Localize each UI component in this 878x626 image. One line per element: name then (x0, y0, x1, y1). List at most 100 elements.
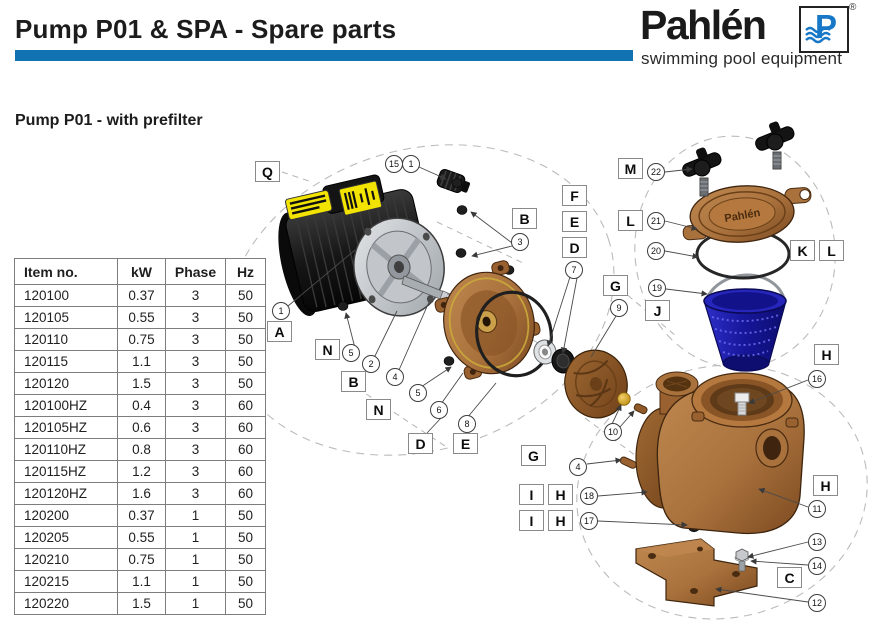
callout-number-11: 11 (808, 500, 826, 518)
table-cell: 3 (165, 394, 226, 417)
callout-letter-M: M (618, 158, 643, 179)
callout-letter-B: B (341, 371, 366, 392)
base-foot (635, 538, 758, 607)
callout-number-8: 8 (458, 415, 476, 433)
callout-number-18: 18 (580, 487, 598, 505)
table-cell: 120210 (14, 548, 118, 571)
section-subtitle: Pump P01 - with prefilter (15, 112, 203, 129)
table-cell: 1 (165, 526, 226, 549)
table-cell: 0.55 (117, 526, 166, 549)
callout-letter-E: E (453, 433, 478, 454)
callout-number-16: 16 (808, 370, 826, 388)
brand-monogram-icon: P (805, 8, 837, 45)
callout-number-21: 21 (647, 212, 665, 230)
impeller (564, 349, 628, 419)
column-header: Hz (225, 258, 266, 285)
table-cell: 120100HZ (14, 394, 118, 417)
table-cell: 60 (225, 394, 266, 417)
leader-lines (287, 166, 809, 603)
callout-number-1: 1 (272, 302, 290, 320)
table-cell: 3 (165, 416, 226, 439)
callout-number-20: 20 (647, 242, 665, 260)
table-cell: 1.5 (117, 592, 166, 615)
callout-number-17: 17 (580, 512, 598, 530)
callout-number-4: 4 (569, 458, 587, 476)
table-cell: 60 (225, 482, 266, 505)
table-cell: 50 (225, 284, 266, 307)
bronze-pin (619, 456, 637, 469)
callout-number-12: 12 (808, 594, 826, 612)
motor-warning-sticker (284, 189, 333, 221)
motor-rating-sticker (338, 180, 383, 216)
callout-number-1: 1 (402, 155, 420, 173)
callout-number-5: 5 (342, 344, 360, 362)
table-cell: 0.37 (117, 284, 166, 307)
callout-number-5: 5 (409, 384, 427, 402)
table-cell: 50 (225, 504, 266, 527)
table-cell: 120105HZ (14, 416, 118, 439)
bronze-plug (633, 403, 648, 415)
callout-letter-J: J (645, 300, 670, 321)
table-cell: 0.4 (117, 394, 166, 417)
table-cell: 120200 (14, 504, 118, 527)
table-cell: 60 (225, 460, 266, 483)
callout-number-7: 7 (565, 261, 583, 279)
column-header: kW (117, 258, 166, 285)
table-cell: 1 (165, 548, 226, 571)
table-cell: 1.5 (117, 372, 166, 395)
volute-o-ring (475, 290, 553, 378)
callout-letter-L: L (618, 210, 643, 231)
table-cell: 1 (165, 592, 226, 615)
callout-letter-D: D (408, 433, 433, 454)
callout-number-13: 13 (808, 533, 826, 551)
table-cell: 1.1 (117, 570, 166, 593)
table-cell: 120110 (14, 328, 118, 351)
callout-number-6: 6 (430, 401, 448, 419)
table-cell: 3 (165, 328, 226, 351)
table-cell: 50 (225, 592, 266, 615)
callout-letter-G: G (603, 275, 628, 296)
callout-letter-G: G (521, 445, 546, 466)
callout-letter-A: A (267, 321, 292, 342)
table-cell: 120120HZ (14, 482, 118, 505)
callout-letter-F: F (562, 185, 587, 206)
table-cell: 1.6 (117, 482, 166, 505)
callout-number-15: 15 (385, 155, 403, 173)
callout-letter-C: C (777, 567, 802, 588)
callout-letter-Q: Q (255, 161, 280, 182)
callout-number-22: 22 (647, 163, 665, 181)
column-header: Phase (165, 258, 226, 285)
callout-letter-N: N (315, 339, 340, 360)
table-cell: 50 (225, 328, 266, 351)
table-cell: 3 (165, 284, 226, 307)
callout-number-14: 14 (808, 557, 826, 575)
brand-logo: Pahlén P ® swimming pool equipment (640, 2, 865, 68)
callout-letter-B: B (512, 208, 537, 229)
title-underline-bar (15, 50, 633, 61)
callout-number-2: 2 (362, 355, 380, 373)
callout-letter-E: E (562, 211, 587, 232)
strainer-basket (703, 273, 787, 372)
table-cell: 120215 (14, 570, 118, 593)
table-cell: 120105 (14, 306, 118, 329)
table-cell: 0.8 (117, 438, 166, 461)
callout-letter-H: H (814, 344, 839, 365)
table-cell: 120220 (14, 592, 118, 615)
volute-cover (434, 260, 541, 380)
base-bolt (734, 548, 750, 572)
callout-number-10: 10 (604, 423, 622, 441)
table-cell: 60 (225, 416, 266, 439)
table-cell: 50 (225, 306, 266, 329)
table-cell: 1 (165, 570, 226, 593)
lid-knob-left (682, 147, 722, 197)
